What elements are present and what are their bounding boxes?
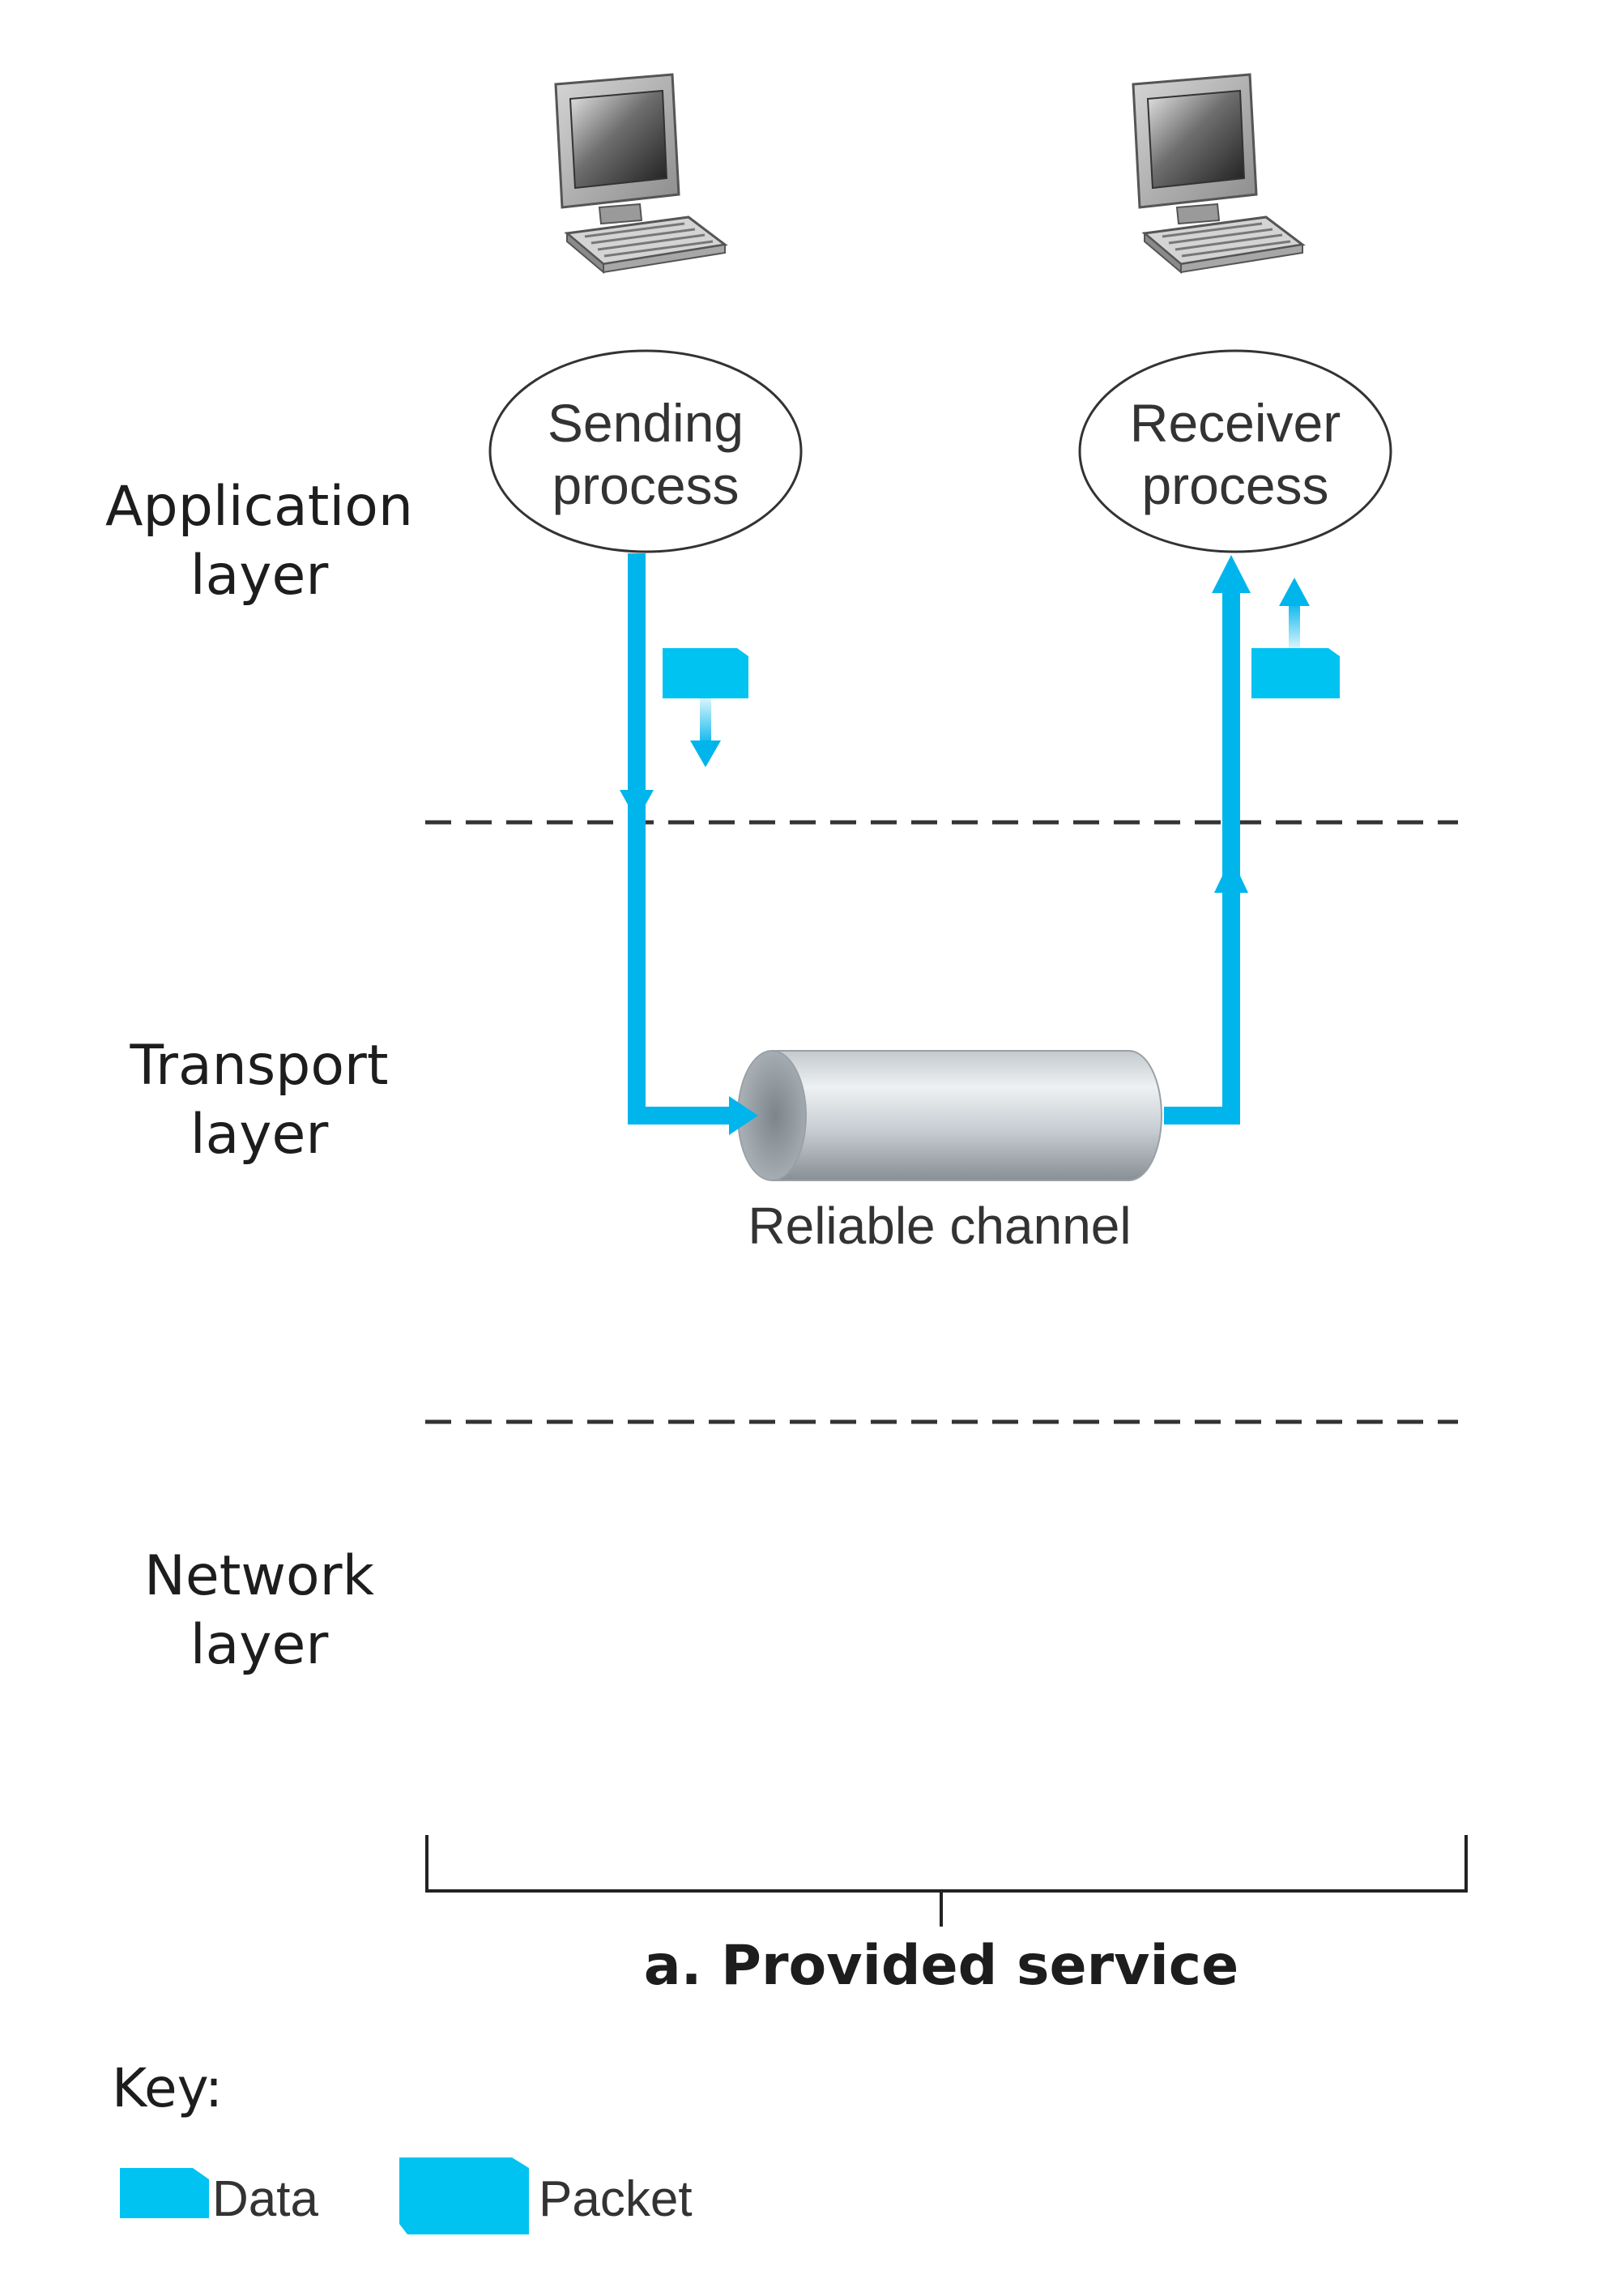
sender-flow-arrowhead bbox=[729, 1096, 758, 1135]
key-data-item: Data bbox=[120, 2168, 318, 2227]
figure-caption: a. Provided service bbox=[644, 1934, 1238, 1998]
incoming-data-unit bbox=[1251, 578, 1340, 698]
receiver-boundary-arrowhead bbox=[1214, 857, 1248, 893]
svg-text:Network: Network bbox=[144, 1544, 375, 1608]
key-data-label: Data bbox=[212, 2171, 318, 2227]
provided-service-bracket bbox=[425, 1835, 1468, 1927]
outgoing-data-unit bbox=[663, 648, 748, 767]
receiver-process-label: Receiver bbox=[1130, 393, 1341, 453]
svg-text:layer: layer bbox=[190, 544, 329, 608]
receiver-flow-arrowhead bbox=[1212, 555, 1251, 593]
sending-process: Sending process bbox=[488, 349, 803, 553]
application-layer-label: Application layer bbox=[105, 475, 413, 608]
transport-layer-label: Transport layer bbox=[129, 1034, 388, 1167]
desktop-computer-icon bbox=[1132, 73, 1306, 275]
key-title: Key: bbox=[112, 2057, 223, 2119]
data-swatch-icon bbox=[120, 2168, 209, 2218]
sending-process-label: process bbox=[552, 455, 739, 515]
receiver-process-label: process bbox=[1141, 455, 1328, 515]
key-packet-label: Packet bbox=[539, 2171, 693, 2227]
svg-text:Application: Application bbox=[105, 475, 413, 539]
svg-text:layer: layer bbox=[190, 1613, 329, 1677]
svg-text:Transport: Transport bbox=[129, 1034, 388, 1098]
desktop-computer-icon bbox=[554, 73, 728, 275]
reliable-channel-label: Reliable channel bbox=[748, 1197, 1131, 1255]
svg-text:layer: layer bbox=[190, 1103, 329, 1167]
network-layer-label: Network layer bbox=[144, 1544, 375, 1677]
sending-process-label: Sending bbox=[548, 393, 744, 453]
reliable-channel-pipe-icon bbox=[737, 1050, 1162, 1181]
key-packet-item: Packet bbox=[399, 2157, 693, 2234]
sender-boundary-arrowhead bbox=[620, 790, 654, 821]
packet-swatch-icon bbox=[399, 2157, 529, 2234]
receiver-process: Receiver process bbox=[1078, 349, 1392, 553]
sender-flow-path bbox=[628, 553, 733, 1125]
receiver-flow-path bbox=[1164, 587, 1240, 1125]
